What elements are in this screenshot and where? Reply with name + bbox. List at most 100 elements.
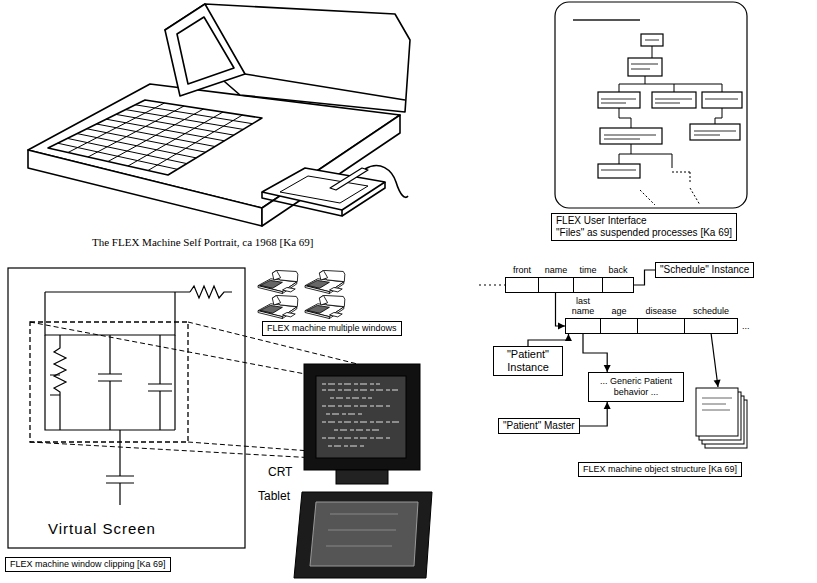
label-text: CRT bbox=[268, 466, 292, 480]
user-interface-screen bbox=[640, 188, 700, 205]
field-name: disease bbox=[645, 306, 676, 316]
pointer-connector bbox=[528, 334, 572, 346]
capacitor-symbol bbox=[106, 430, 134, 505]
record-cell: last name bbox=[566, 319, 600, 333]
flex-machine-drawing bbox=[48, 100, 262, 175]
record-row: frontnametimeback bbox=[505, 277, 634, 293]
field-name: ... bbox=[742, 321, 750, 331]
crt-display bbox=[304, 364, 420, 484]
virtual-screen bbox=[45, 335, 175, 430]
caption-text: FLEX machine multiple windows bbox=[267, 323, 397, 334]
device-label: Tablet bbox=[258, 490, 290, 504]
label-text: Tablet bbox=[258, 490, 290, 504]
field-name: schedule bbox=[693, 306, 729, 316]
virtual-screen bbox=[50, 375, 60, 395]
user-interface-screen bbox=[672, 172, 690, 182]
user-interface-screen bbox=[598, 164, 640, 178]
instance-label: "Schedule" Instance bbox=[655, 262, 754, 278]
flex-machine-drawing bbox=[165, 4, 245, 96]
device-label: CRT bbox=[268, 466, 292, 480]
flex-machine-drawing bbox=[262, 168, 385, 210]
caption-text: "Patient" Instance bbox=[498, 348, 558, 374]
card-stack bbox=[696, 388, 738, 436]
record-row: last nameagediseaseschedule... bbox=[565, 318, 738, 334]
resistor-symbol bbox=[190, 286, 232, 298]
pointer-connector bbox=[556, 293, 566, 330]
multiple-windows-icons bbox=[258, 270, 298, 293]
continuation-line bbox=[479, 284, 505, 285]
caption-text: "Patient" Master bbox=[503, 420, 575, 432]
user-interface-screen bbox=[702, 92, 742, 108]
record-cell: front bbox=[506, 278, 538, 292]
connector-line bbox=[528, 334, 569, 346]
arrow-head bbox=[714, 380, 721, 387]
caption-box: FLEX machine object structure [Ka 69] bbox=[578, 462, 742, 477]
flex-machine-drawing bbox=[28, 4, 410, 226]
crt-display bbox=[336, 470, 388, 484]
user-interface-screen bbox=[601, 40, 738, 170]
tablet-device bbox=[310, 502, 418, 566]
record-cell: back bbox=[602, 278, 633, 292]
crt-display bbox=[316, 376, 406, 458]
card-stack bbox=[702, 398, 732, 410]
label-text: Virtual Screen bbox=[48, 520, 156, 537]
virtual-screen bbox=[30, 322, 188, 442]
label-text: The FLEX Machine Self Portrait, ca 1968 … bbox=[92, 236, 313, 249]
multiple-windows-icons bbox=[258, 295, 298, 318]
record-cell: time bbox=[573, 278, 602, 292]
flex-machine-drawing bbox=[58, 103, 253, 171]
flex-machine-drawing bbox=[177, 17, 234, 84]
field-name: front bbox=[513, 265, 531, 275]
connector-line bbox=[580, 402, 608, 426]
connector-line bbox=[634, 270, 655, 285]
caption-text: FLEX machine object structure [Ka 69] bbox=[583, 464, 737, 475]
field-name: time bbox=[579, 265, 596, 275]
user-interface-screen bbox=[555, 2, 747, 208]
caption-text: FLEX User Interface bbox=[556, 215, 732, 227]
user-interface-screen bbox=[652, 92, 696, 108]
flex-machine-drawing bbox=[165, 4, 410, 112]
field-name: name bbox=[545, 265, 568, 275]
connector-line bbox=[583, 334, 607, 372]
clipping-projection bbox=[30, 322, 406, 458]
instance-label: "Patient" Instance bbox=[493, 346, 563, 376]
caption-box: FLEX User Interface"Files" as suspended … bbox=[551, 213, 737, 241]
flex-machine-drawing bbox=[262, 115, 400, 226]
user-interface-screen bbox=[598, 92, 640, 108]
virtual-screen bbox=[45, 291, 190, 292]
virtual-screen bbox=[8, 268, 245, 548]
field-name: back bbox=[608, 265, 627, 275]
multiple-windows-icons bbox=[305, 295, 345, 318]
capacitor-symbol bbox=[148, 335, 172, 430]
pointer-connector bbox=[634, 270, 655, 285]
crt-display bbox=[322, 384, 400, 446]
pointer-connector bbox=[583, 334, 611, 372]
tablet-device bbox=[326, 514, 398, 546]
caption-box: FLEX machine multiple windows bbox=[262, 321, 402, 336]
flex-machine-drawing bbox=[330, 168, 368, 190]
clipping-projection bbox=[30, 442, 316, 458]
field-name: last name bbox=[567, 296, 599, 316]
user-interface-screen bbox=[573, 19, 640, 21]
figure-caption: The FLEX Machine Self Portrait, ca 1968 … bbox=[92, 236, 313, 249]
arrow-head bbox=[558, 323, 565, 330]
record-cell: age bbox=[600, 319, 637, 333]
caption-box: FLEX machine window clipping [Ka 69] bbox=[5, 557, 171, 572]
user-interface-screen bbox=[690, 124, 740, 140]
caption-text: "Schedule" Instance bbox=[660, 264, 749, 276]
capacitor-symbol bbox=[98, 335, 122, 430]
master-label: "Patient" Master bbox=[498, 418, 580, 434]
resistor-symbol bbox=[54, 335, 66, 430]
user-interface-screen bbox=[600, 128, 662, 144]
record-cell: name bbox=[538, 278, 573, 292]
caption-text: "Files" as suspended processes [Ka 69] bbox=[556, 227, 732, 239]
crt-display bbox=[304, 364, 420, 470]
pointer-connector bbox=[580, 402, 611, 426]
user-interface-screen bbox=[628, 58, 662, 76]
tablet-device bbox=[294, 492, 432, 578]
record-cell: schedule bbox=[684, 319, 737, 333]
card-stack bbox=[696, 388, 747, 448]
